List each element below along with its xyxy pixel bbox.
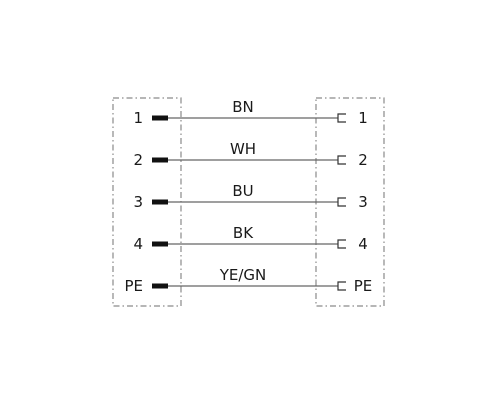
connection-row: 3 BU 3 <box>133 182 367 211</box>
left-pin-label: PE <box>124 277 143 295</box>
right-pin-label: PE <box>354 277 373 295</box>
wire-color-label: WH <box>230 140 256 158</box>
left-pin-label: 1 <box>133 109 143 127</box>
wire-color-label: YE/GN <box>219 266 267 284</box>
left-pin-label: 3 <box>133 193 143 211</box>
female-socket-icon <box>337 113 346 123</box>
connection-row: 2 WH 2 <box>133 140 367 169</box>
right-pin-label: 1 <box>358 109 368 127</box>
left-pin-label: 2 <box>133 151 143 169</box>
connection-rows: 1 BN 1 2 WH 2 3 BU 3 4 BK 4PE YE/GN PE <box>124 98 372 295</box>
male-pin-icon <box>152 199 168 205</box>
female-socket-icon <box>337 281 346 291</box>
male-pin-icon <box>152 241 168 247</box>
left-pin-label: 4 <box>133 235 143 253</box>
wire-color-label: BU <box>232 182 253 200</box>
female-socket-icon <box>337 197 346 207</box>
male-pin-icon <box>152 115 168 121</box>
wire-color-label: BN <box>232 98 254 116</box>
male-pin-icon <box>152 283 168 289</box>
wire-color-label: BK <box>233 224 254 242</box>
connection-row: 4 BK 4 <box>133 224 367 253</box>
female-socket-icon <box>337 239 346 249</box>
right-pin-label: 2 <box>358 151 368 169</box>
right-pin-label: 4 <box>358 235 368 253</box>
connection-row: PE YE/GN PE <box>124 266 372 295</box>
right-pin-label: 3 <box>358 193 368 211</box>
male-pin-icon <box>152 157 168 163</box>
female-socket-icon <box>337 155 346 165</box>
connection-row: 1 BN 1 <box>133 98 367 127</box>
